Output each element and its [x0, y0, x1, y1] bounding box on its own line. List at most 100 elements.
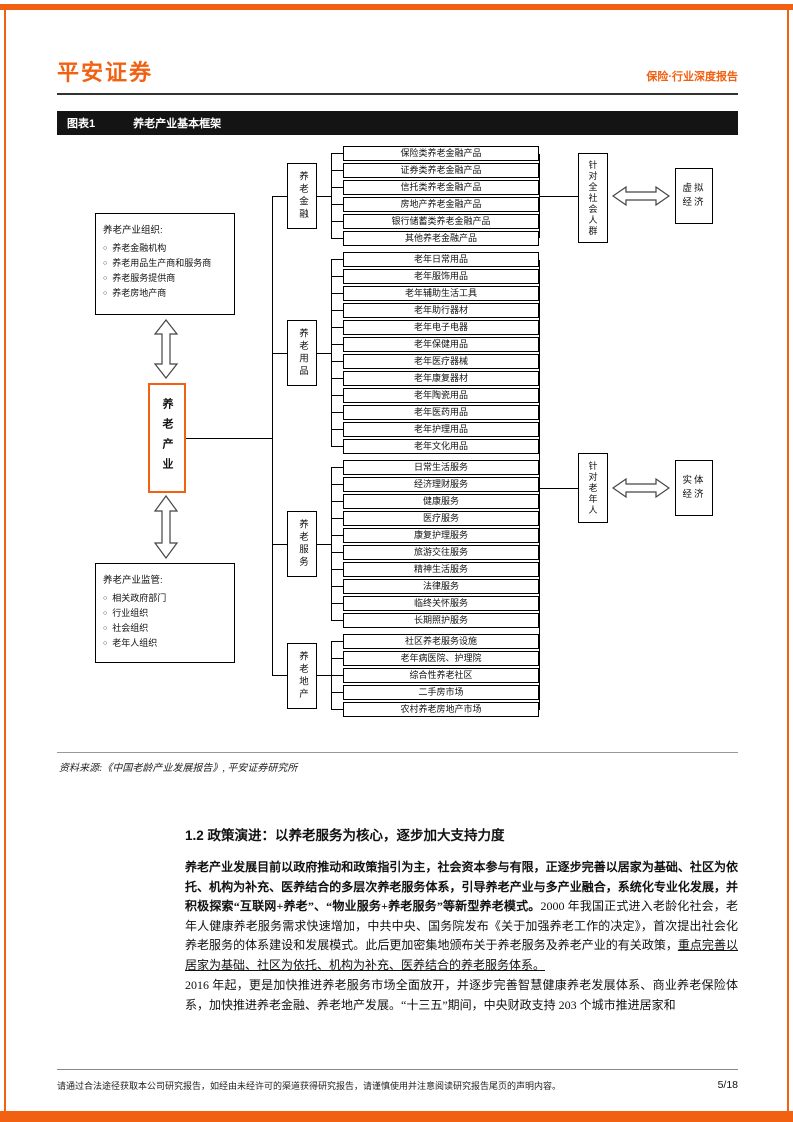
item-row: 医疗服务 — [331, 511, 539, 526]
item-row: 其他养老金融产品 — [331, 231, 539, 246]
industry-framework-diagram: 养老产业组织: 养老金融机构养老用品生产商和服务商养老服务提供商养老房地产商 养… — [57, 138, 738, 744]
category-label: 养老服务 — [297, 519, 308, 569]
double-arrow-vertical-icon — [153, 494, 179, 561]
connector-stub — [331, 204, 343, 205]
category-items: 老年日常用品 老年服饰用品 老年辅助生活工具 — [331, 252, 539, 454]
category-group: 养老用品 老年日常用品 老年服饰用品 — [287, 252, 539, 454]
connector-stub — [331, 446, 343, 447]
double-arrow-horizontal-icon — [611, 477, 671, 501]
target-elderly-label: 针对老年人 — [587, 460, 598, 516]
connector-stub — [331, 153, 343, 154]
connector-stub — [331, 658, 343, 659]
item-row: 老年医疗器械 — [331, 354, 539, 369]
connector-stub — [331, 518, 343, 519]
paragraph-lead-bold: 养老产业发展目前以政府推动和政策指引为主，社会资本参与有限，正逐步完善以居家为基… — [185, 860, 738, 913]
category-group: 养老金融 保险类养老金融产品 证券类养 — [287, 146, 539, 246]
product-item-box: 老年病医院、护理院 — [343, 651, 539, 666]
category-label: 养老地产 — [297, 650, 308, 701]
org-item: 养老金融机构 — [103, 241, 227, 256]
product-item-box: 老年陶瓷用品 — [343, 388, 539, 403]
org-item: 养老房地产商 — [103, 286, 227, 301]
virtual-economy-label: 虚拟经济 — [682, 183, 706, 208]
product-item-box: 老年电子电器 — [343, 320, 539, 335]
product-item-box: 老年助行器材 — [343, 303, 539, 318]
connector-stub — [331, 344, 343, 345]
connector-stub — [331, 620, 343, 621]
product-item-box: 二手房市场 — [343, 685, 539, 700]
connector-line — [539, 488, 578, 489]
connector-stub — [331, 692, 343, 693]
org-item: 养老服务提供商 — [103, 271, 227, 286]
product-item-box: 老年辅助生活工具 — [343, 286, 539, 301]
category-box: 养老地产 — [287, 642, 317, 709]
double-arrow-horizontal-icon — [611, 185, 671, 209]
item-row: 社区养老服务设施 — [331, 634, 539, 649]
figure-source-note: 资料来源:《中国老龄产业发展报告》, 平安证券研究所 — [57, 752, 738, 774]
figure-title: 养老产业基本框架 — [133, 118, 222, 130]
item-row: 农村养老房地产市场 — [331, 702, 539, 717]
figure-title-bar: 图表1 养老产业基本框架 — [57, 111, 738, 135]
product-item-box: 综合性养老社区 — [343, 668, 539, 683]
connector-line — [317, 195, 331, 197]
connector-stub — [331, 276, 343, 277]
product-item-box: 健康服务 — [343, 494, 539, 509]
target-society-label: 针对全社会人群 — [587, 159, 598, 237]
item-row: 老年日常用品 — [331, 252, 539, 267]
category-label: 养老金融 — [297, 171, 308, 221]
supervision-box-items: 相关政府部门行业组织社会组织老年人组织 — [103, 591, 227, 651]
paragraph-body-2: 2016 年起，更是加快推进养老服务市场全面放开，并逐步完善智慧健康养老发展体系… — [185, 978, 738, 1012]
category-spine-line — [272, 196, 273, 676]
item-row: 信托类养老金融产品 — [331, 180, 539, 195]
policy-section: 1.2 政策演进：以养老服务为核心，逐步加大支持力度 养老产业发展目前以政府推动… — [57, 824, 738, 1015]
category-items: 社区养老服务设施 老年病医院、护理院 综合性养老社区 — [331, 634, 539, 717]
item-row: 旅游交往服务 — [331, 545, 539, 560]
item-row: 健康服务 — [331, 494, 539, 509]
item-row: 保险类养老金融产品 — [331, 146, 539, 161]
connector-stub — [331, 378, 343, 379]
category-items: 保险类养老金融产品 证券类养老金融产品 信托类养老金融产品 — [331, 146, 539, 246]
supervision-item: 老年人组织 — [103, 636, 227, 651]
connector-line — [272, 544, 287, 545]
figure-label: 图表1 — [67, 118, 96, 130]
page-frame-bottom — [0, 1111, 793, 1122]
org-box-items: 养老金融机构养老用品生产商和服务商养老服务提供商养老房地产商 — [103, 241, 227, 301]
item-row: 老年电子电器 — [331, 320, 539, 335]
connector-line — [272, 675, 287, 676]
header-divider — [57, 93, 738, 95]
product-item-box: 康复护理服务 — [343, 528, 539, 543]
item-row: 证券类养老金融产品 — [331, 163, 539, 178]
item-row: 老年服饰用品 — [331, 269, 539, 284]
connector-line — [317, 543, 331, 545]
item-row: 老年辅助生活工具 — [331, 286, 539, 301]
section-paragraph: 养老产业发展目前以政府推动和政策指引为主，社会资本参与有限，正逐步完善以居家为基… — [185, 858, 738, 975]
item-row: 精神生活服务 — [331, 562, 539, 577]
product-item-box: 证券类养老金融产品 — [343, 163, 539, 178]
item-row: 老年文化用品 — [331, 439, 539, 454]
core-connector-line — [186, 438, 272, 439]
category-box: 养老服务 — [287, 511, 317, 577]
product-item-box: 医疗服务 — [343, 511, 539, 526]
supervision-item: 相关政府部门 — [103, 591, 227, 606]
connector-stub — [331, 467, 343, 468]
connector-stub — [331, 395, 343, 396]
product-item-box: 临终关怀服务 — [343, 596, 539, 611]
category-box: 养老用品 — [287, 320, 317, 386]
paragraph-underlined: 重点完善以居家为基础、社区为依托、机构为补充、医养结合的养老服务体系。 — [185, 938, 738, 972]
item-row: 综合性养老社区 — [331, 668, 539, 683]
product-item-box: 其他养老金融产品 — [343, 231, 539, 246]
supervision-box-title: 养老产业监管: — [103, 575, 163, 586]
connector-stub — [331, 361, 343, 362]
connector-stub — [331, 170, 343, 171]
product-item-box: 旅游交往服务 — [343, 545, 539, 560]
item-row: 康复护理服务 — [331, 528, 539, 543]
target-group-box-society: 针对全社会人群 — [578, 153, 608, 243]
connector-stub — [331, 501, 343, 502]
connector-stub — [331, 187, 343, 188]
connector-line — [539, 196, 578, 197]
connector-stub — [331, 675, 343, 676]
page-frame-left — [4, 4, 6, 1111]
product-item-box: 经济理财服务 — [343, 477, 539, 492]
connector-stub — [331, 535, 343, 536]
page-content: 平安证券 保险·行业深度报告 图表1 养老产业基本框架 养老产业组织: 养老金融… — [57, 55, 738, 1015]
page-frame-right — [787, 4, 789, 1111]
